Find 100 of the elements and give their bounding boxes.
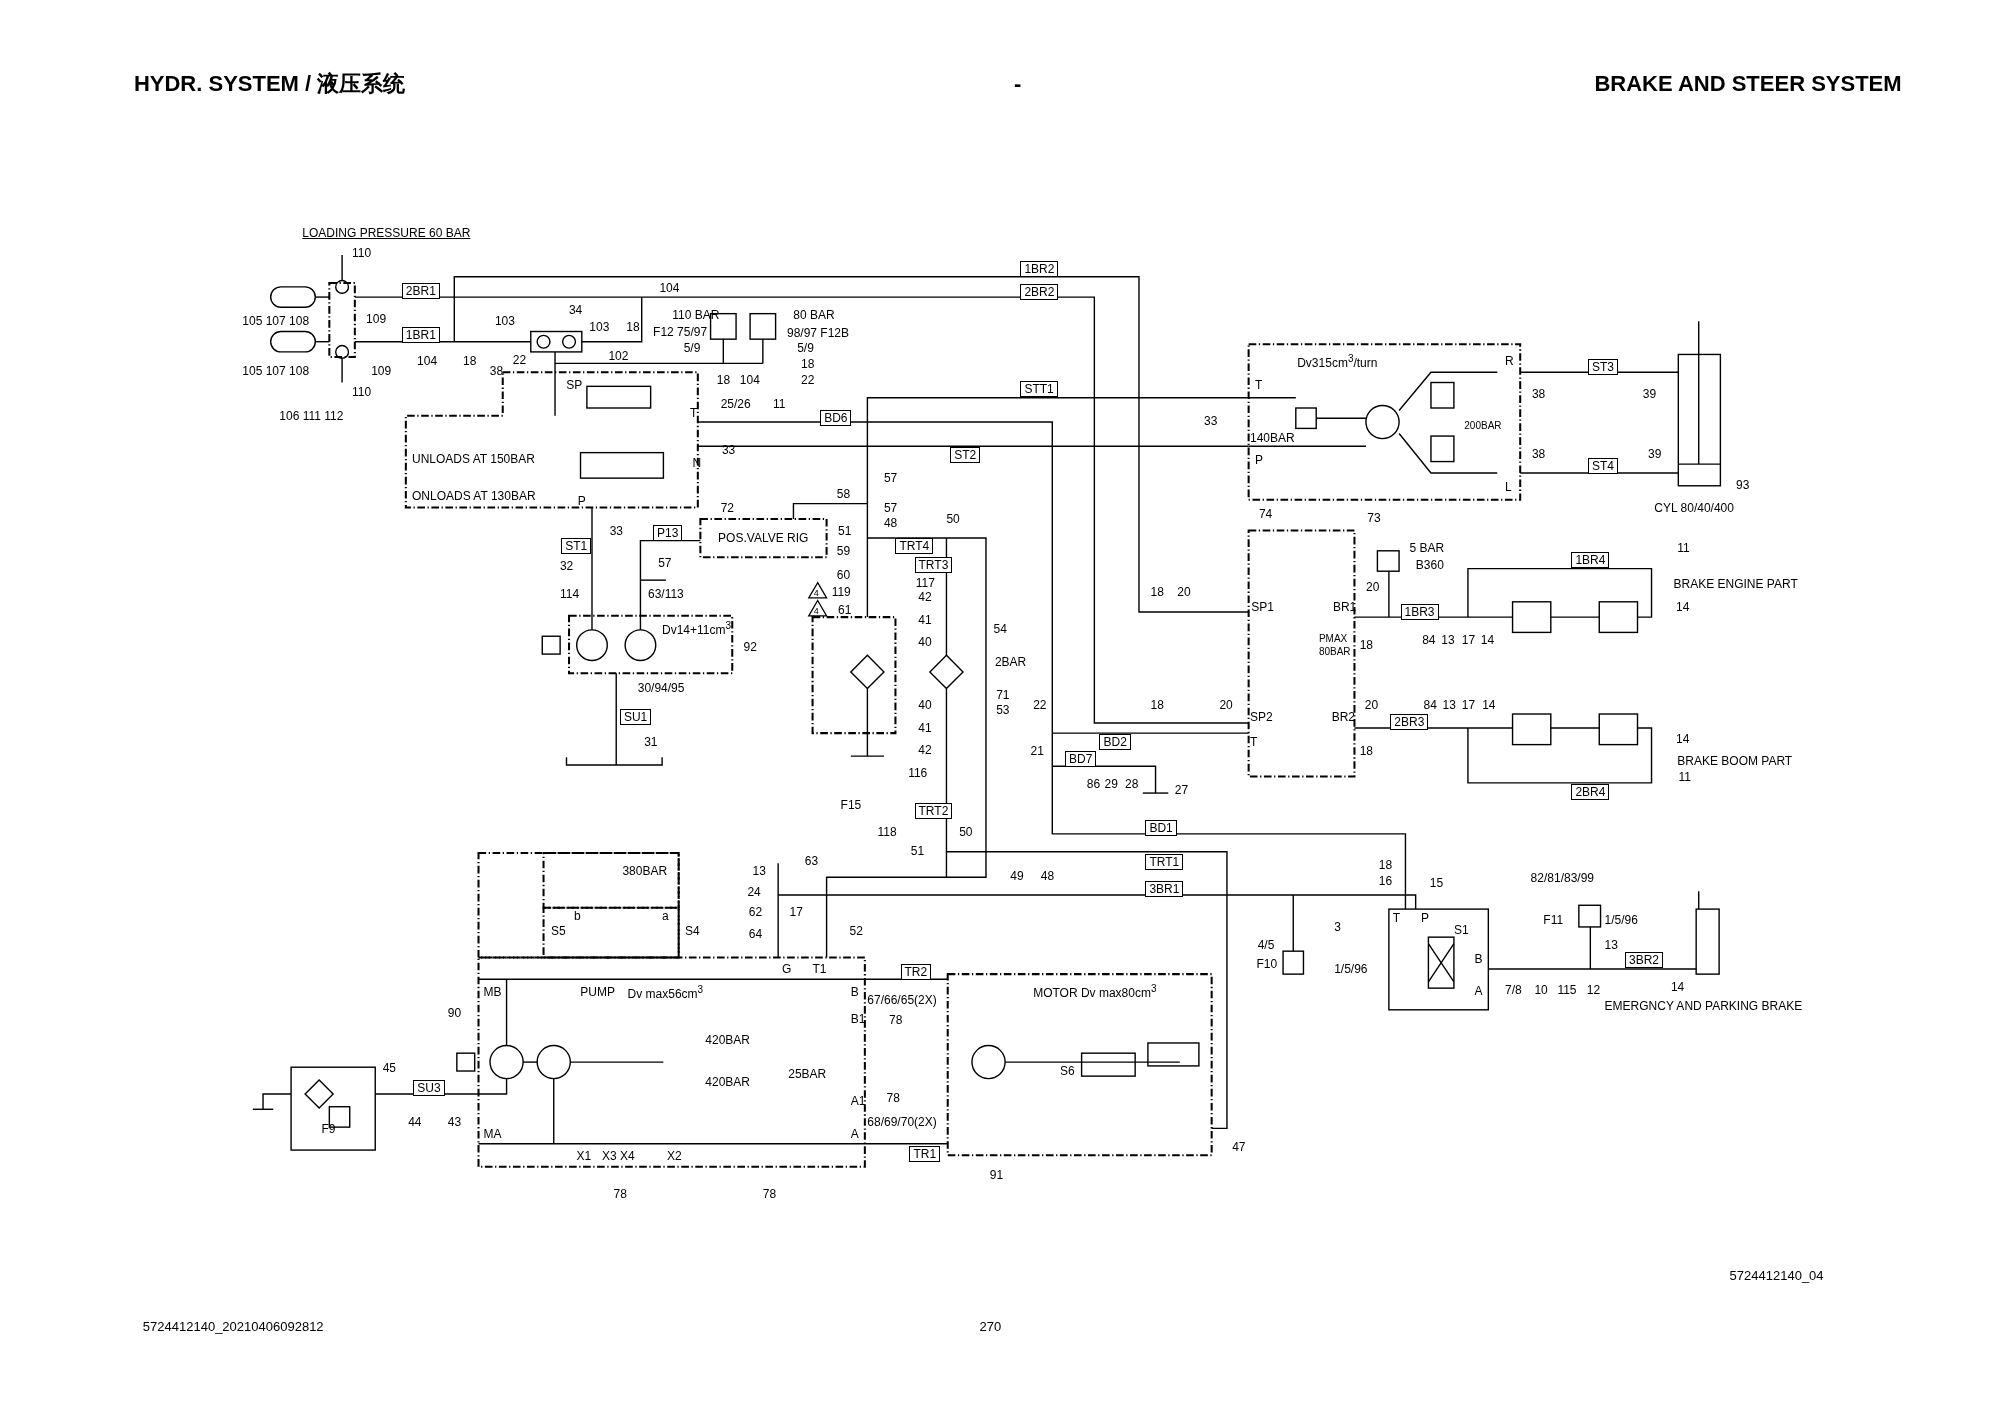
hose-tag: TR2 xyxy=(900,963,932,980)
part-number: 58 xyxy=(836,486,851,501)
hose-tag: 1BR3 xyxy=(1400,604,1439,621)
port-label: B xyxy=(1474,952,1483,967)
part-number: 92 xyxy=(743,639,757,654)
port-label: SP1 xyxy=(1251,600,1274,615)
part-number: 22 xyxy=(512,352,527,367)
hose-tag: TRT1 xyxy=(1145,854,1184,871)
port-label: a xyxy=(662,908,669,923)
part-number: 42 xyxy=(918,589,932,604)
component-label: Dv315cm$^{3}$/turn xyxy=(1297,351,1378,370)
part-number: 60 xyxy=(836,568,851,583)
part-number: 78 xyxy=(886,1091,900,1106)
part-number: 17 xyxy=(1461,633,1476,648)
port-label: MB xyxy=(483,985,502,1000)
part-number: 12 xyxy=(1586,982,1601,997)
part-number: 61 xyxy=(838,602,852,617)
hose-tag: ST3 xyxy=(1588,359,1618,376)
part-number: 50 xyxy=(946,512,960,527)
part-number: 25/26 xyxy=(720,397,751,412)
hose-tag: 3BR1 xyxy=(1145,881,1184,897)
port-label: MA xyxy=(483,1126,502,1141)
component-label: B360 xyxy=(1415,558,1444,573)
hose-tag: 2BR3 xyxy=(1390,713,1429,730)
part-number: 117 xyxy=(915,575,935,590)
part-number: 33 xyxy=(1204,413,1218,428)
part-number: 17 xyxy=(789,905,803,919)
hose-tag: TRT2 xyxy=(914,803,953,820)
port-label: SP xyxy=(566,378,583,393)
hose-tag: 2BR2 xyxy=(1020,284,1059,301)
part-number: 10 xyxy=(1534,982,1548,997)
port-label: R xyxy=(1505,353,1514,368)
pressure-setting: 420BAR xyxy=(705,1032,751,1047)
component-label: BRAKE BOOM PART xyxy=(1677,754,1793,769)
component-label: MOTOR Dv max80cm$^{3}$ xyxy=(1033,982,1157,1001)
part-number: 13 xyxy=(1442,698,1456,713)
part-number: 74 xyxy=(1258,507,1273,521)
component-label: EMERGNCY AND PARKING BRAKE xyxy=(1604,999,1803,1014)
part-number: 84 xyxy=(1423,698,1437,713)
component-label: S5 xyxy=(551,924,566,939)
part-number: 52 xyxy=(849,924,863,939)
hose-tag: SU3 xyxy=(413,1080,445,1096)
part-number: 48 xyxy=(883,515,898,530)
part-number: 91 xyxy=(989,1167,1004,1182)
hose-tag: BD2 xyxy=(1099,734,1131,751)
pressure-setting: 80 BAR xyxy=(793,308,835,323)
component-label: S1 xyxy=(1454,922,1469,937)
part-number: 41 xyxy=(918,612,932,627)
port-label: P xyxy=(1255,453,1264,468)
part-number: 42 xyxy=(918,743,932,757)
part-number: 33 xyxy=(609,523,624,538)
port-label: G xyxy=(781,962,792,977)
part-number: 27 xyxy=(1174,782,1189,797)
part-number: 5/9 xyxy=(683,341,701,356)
component-label: F12 75/97 xyxy=(653,324,708,339)
part-number: 102 xyxy=(608,348,629,363)
port-label: X2 xyxy=(667,1148,682,1163)
hose-tag: BD1 xyxy=(1145,819,1177,836)
part-number: 63 xyxy=(804,853,819,868)
part-number: 51 xyxy=(910,843,925,858)
hose-tag: 1BR4 xyxy=(1571,551,1610,568)
port-label: P xyxy=(577,494,586,509)
part-number: 32 xyxy=(559,559,574,574)
hose-tag: TRT3 xyxy=(914,557,953,574)
part-number: 115 xyxy=(1557,982,1577,997)
port-label: B xyxy=(850,985,859,1000)
pressure-setting: UNLOADS AT 150BAR xyxy=(412,452,535,467)
part-number: 14 xyxy=(1676,731,1690,746)
pressure-setting: 380BAR xyxy=(622,864,668,879)
part-number: 1/5/96 xyxy=(1604,912,1638,927)
part-number: 38 xyxy=(1531,447,1546,462)
hose-tag: ST2 xyxy=(950,447,981,464)
part-number: 48 xyxy=(1040,869,1055,884)
hose-tag: BD6 xyxy=(820,410,852,427)
part-number: 13 xyxy=(752,864,766,879)
part-number: 50 xyxy=(959,824,973,839)
footer-text: 5724412140_20210406092812 xyxy=(142,1319,324,1334)
part-number: 104 xyxy=(739,373,760,388)
part-number: 14 xyxy=(1482,698,1496,713)
component-label: F15 xyxy=(840,797,862,812)
part-number: 28 xyxy=(1125,777,1139,792)
part-number: 13 xyxy=(1604,938,1618,953)
pressure-setting: ONLOADS AT 130BAR xyxy=(412,489,536,504)
part-number: 22 xyxy=(1033,698,1047,713)
part-number: 59 xyxy=(836,544,851,558)
part-number: 39 xyxy=(1647,447,1662,462)
component-label: PUMP xyxy=(580,985,615,1000)
part-number: 84 xyxy=(1422,633,1436,648)
part-number: 44 xyxy=(408,1115,422,1130)
part-number: 18 xyxy=(1359,638,1374,653)
footer-text: 270 xyxy=(979,1319,1002,1334)
part-number: 103 xyxy=(494,314,515,329)
hose-tag: 3BR2 xyxy=(1625,952,1664,969)
part-number: 40 xyxy=(918,634,932,649)
part-number: 109 xyxy=(366,311,387,326)
part-number: 18 xyxy=(463,353,477,368)
part-number: 90 xyxy=(447,1005,462,1020)
part-number: 38 xyxy=(1531,387,1546,402)
header-text: - xyxy=(1014,71,1022,98)
port-label: A xyxy=(1474,984,1483,999)
